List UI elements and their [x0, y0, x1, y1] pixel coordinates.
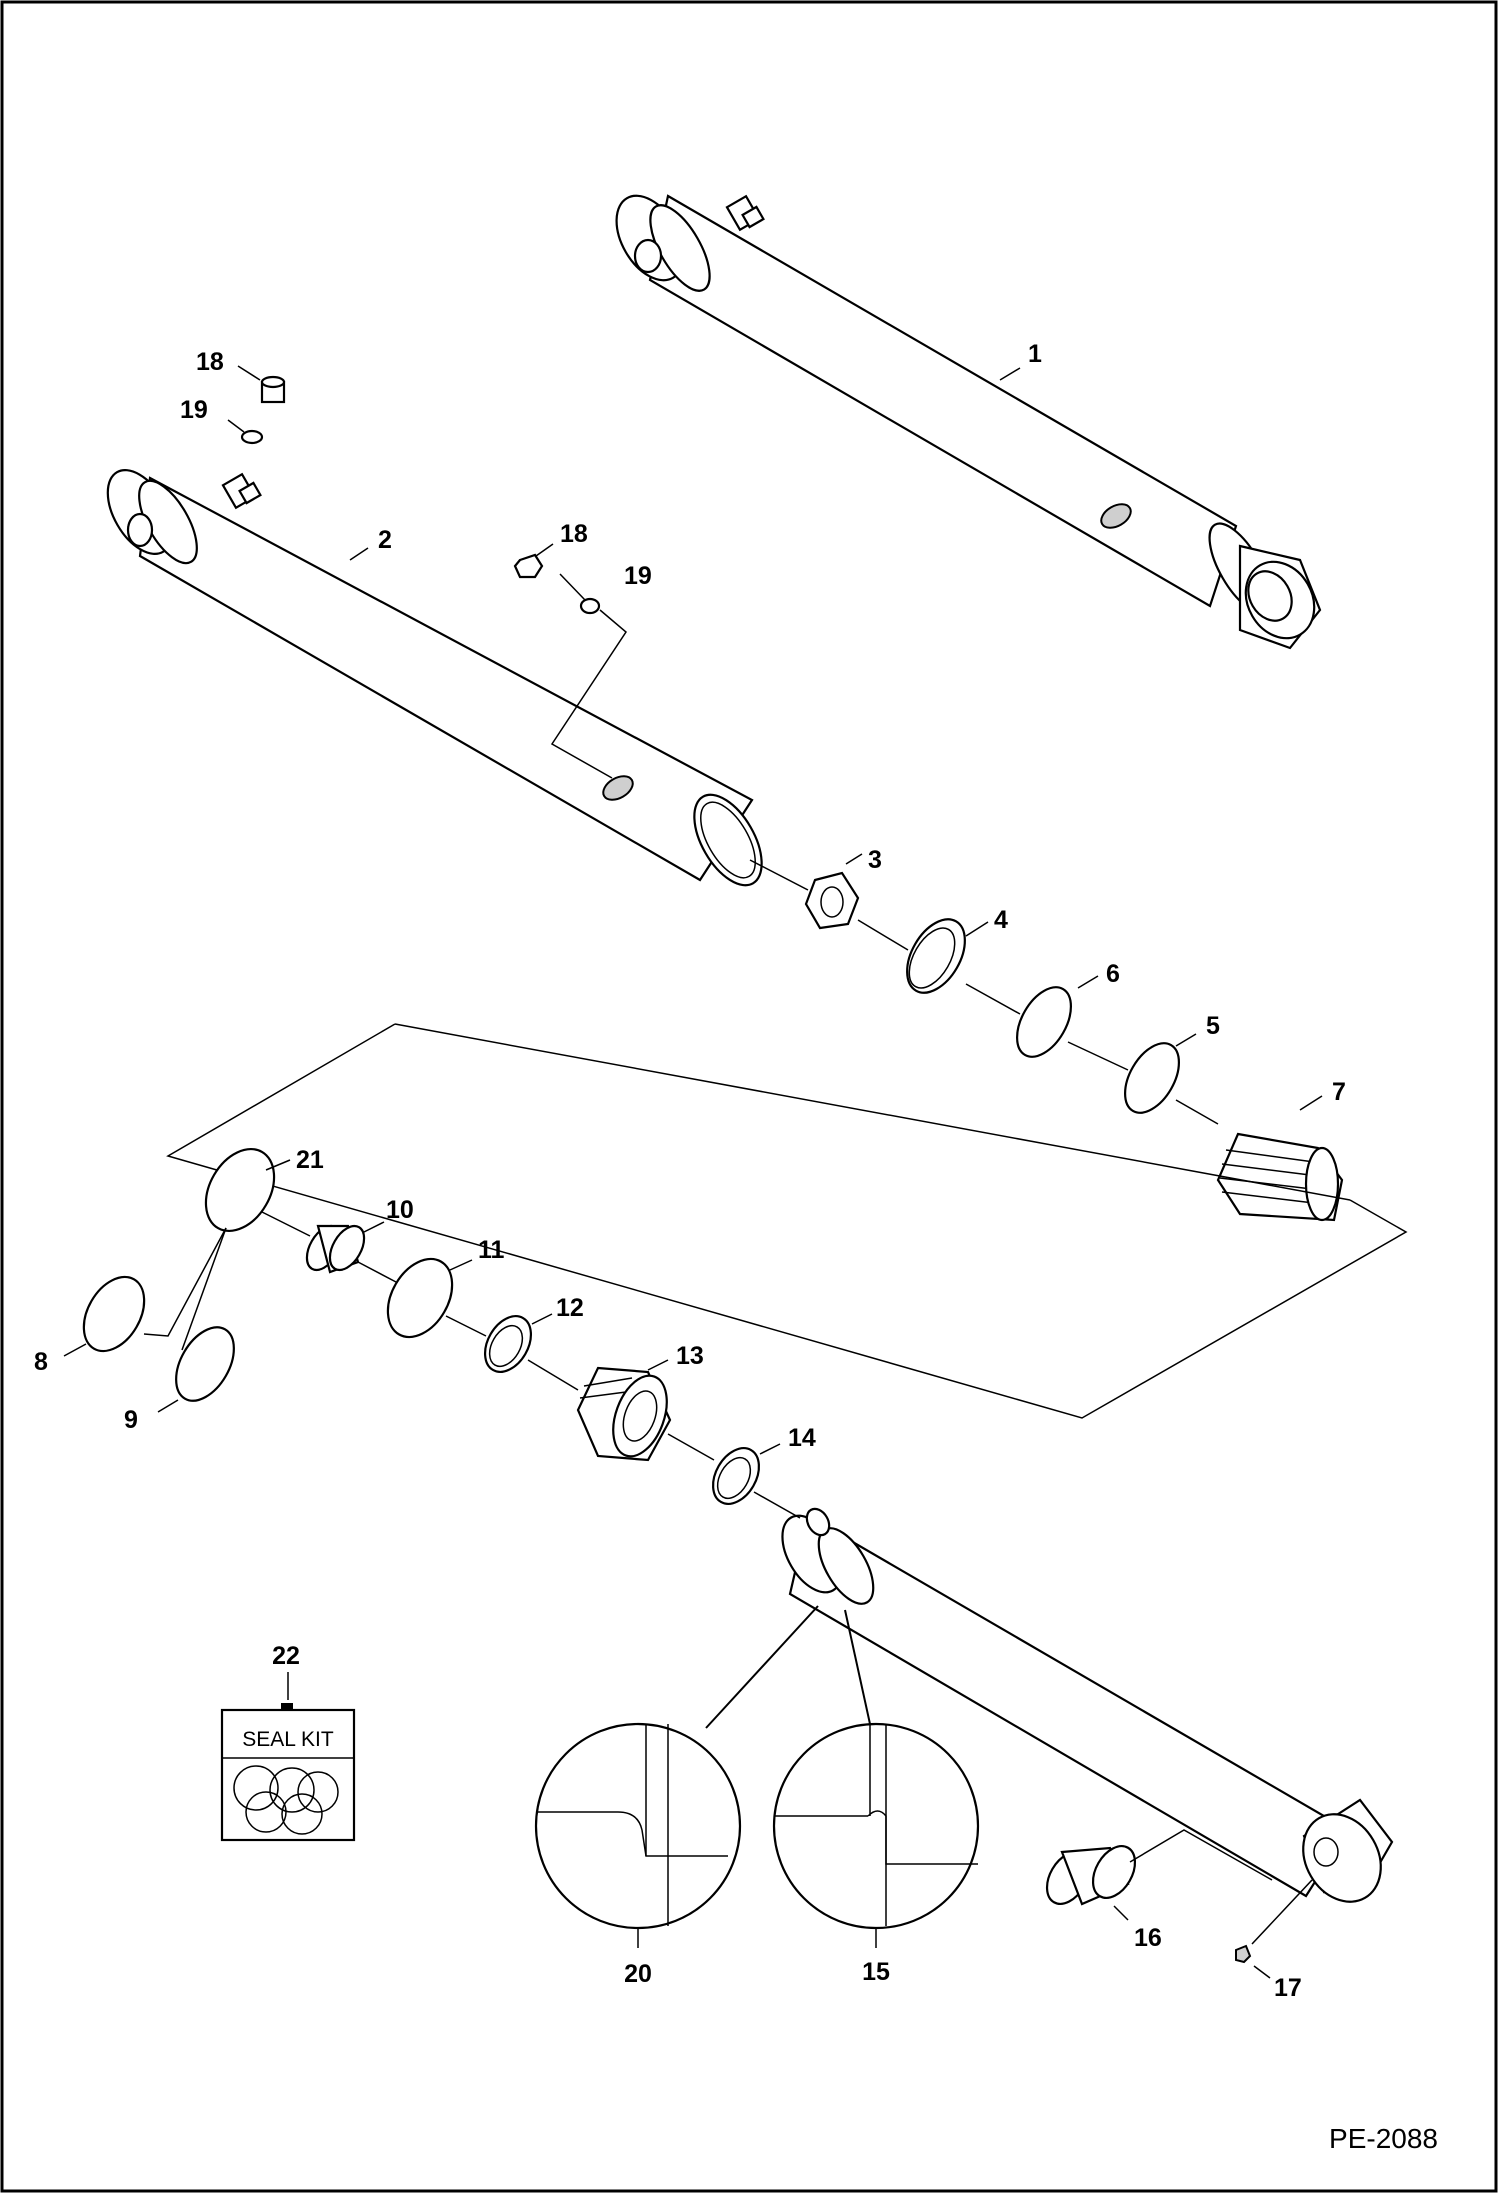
callout-19-top: 19: [180, 396, 208, 424]
callout-8: 8: [34, 1348, 48, 1376]
callout-17: 17: [1274, 1974, 1302, 2002]
barrel-part-2: [106, 468, 763, 887]
seal-group-outline: [166, 1023, 1408, 1419]
grease-fitting-part-17: [1235, 1944, 1252, 1964]
callout-18-mid: 18: [560, 520, 588, 548]
detail-view-15: [772, 1722, 980, 1930]
drawing-code: PE-2088: [1329, 2123, 1438, 2154]
ring-part-9: [175, 1326, 235, 1402]
callout-19-mid: 19: [624, 562, 652, 590]
callout-labels: 1 2 3 4 5 6 7 8 9 10 11 12 13 14 15 16 1…: [34, 340, 1438, 2154]
callout-16: 16: [1134, 1924, 1162, 1952]
callout-7: 7: [1332, 1078, 1346, 1106]
plug-fitting-18-mid: [513, 553, 601, 615]
ring-part-8: [82, 1275, 146, 1353]
callout-12: 12: [556, 1294, 584, 1322]
ring-part-21: [204, 1147, 276, 1233]
cylinder-assembly-part-1: [615, 194, 1322, 650]
rod-assembly: [781, 1507, 1394, 1903]
callout-6: 6: [1106, 960, 1120, 988]
callout-14: 14: [788, 1424, 816, 1452]
seal-kit-label: SEAL KIT: [242, 1728, 334, 1751]
detail-view-20: [534, 1722, 742, 1930]
callout-4: 4: [994, 906, 1008, 934]
callout-11: 11: [478, 1236, 505, 1264]
bushing-part-10: [305, 1224, 366, 1274]
callout-10: 10: [386, 1196, 414, 1224]
leader-lines: [63, 365, 1323, 1979]
callout-1: 1: [1028, 340, 1042, 368]
piston-part-7: [1216, 1132, 1344, 1222]
ring-part-6: [1015, 986, 1073, 1058]
callout-22: 22: [272, 1642, 300, 1670]
callout-13: 13: [676, 1342, 704, 1370]
callout-18-top: 18: [196, 348, 224, 376]
bushing-part-16: [1045, 1845, 1137, 1906]
callout-2: 2: [378, 526, 392, 554]
callout-15: 15: [862, 1958, 890, 1986]
seal-kit-part-22: [220, 1703, 356, 1842]
ring-part-14: [711, 1447, 761, 1505]
callout-20: 20: [624, 1960, 652, 1988]
plug-fitting-18-top: [240, 375, 286, 445]
ring-part-12: [483, 1315, 533, 1373]
ring-part-5: [1123, 1042, 1181, 1114]
callout-21: 21: [296, 1146, 324, 1174]
callout-3: 3: [868, 846, 882, 874]
callout-5: 5: [1206, 1012, 1220, 1040]
nut-part-3: [804, 871, 860, 930]
ring-part-4: [906, 918, 966, 994]
callout-9: 9: [124, 1406, 138, 1434]
ring-part-11: [386, 1257, 454, 1339]
gland-part-13: [576, 1366, 672, 1462]
